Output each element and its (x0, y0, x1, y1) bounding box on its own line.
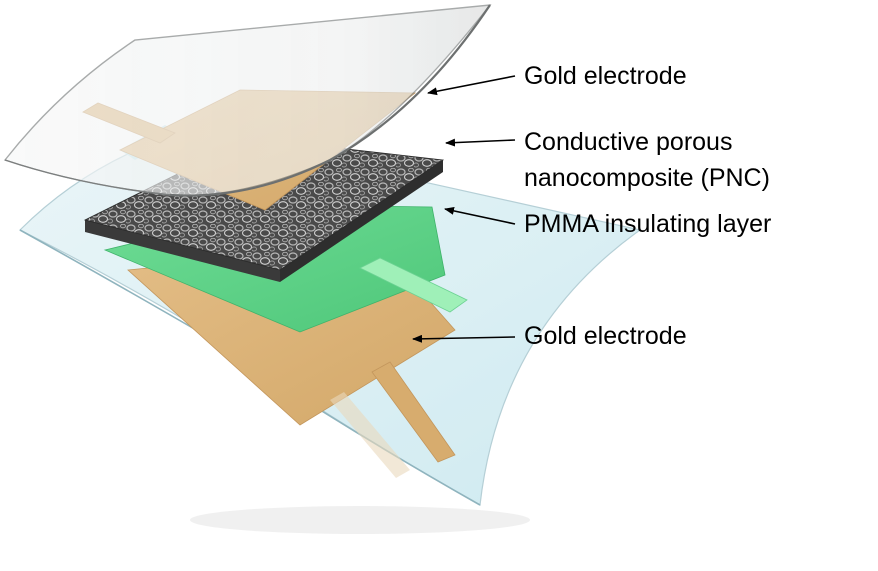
label-bottom-gold-electrode: Gold electrode (524, 322, 687, 350)
top-substrate-curl-edge (169, 4, 491, 197)
arrow-pmma (444, 206, 516, 225)
pnc-block-side (85, 220, 280, 282)
bottom-gold-lead-reflection (330, 392, 410, 478)
arrow-bottom-gold (412, 334, 516, 343)
label-pnc-line2: nanocomposite (PNC) (524, 164, 770, 192)
pnc-block-side-right (280, 160, 443, 282)
bottom-gold-lead (371, 361, 456, 463)
pmma-lead (359, 257, 468, 313)
arrow-top-gold (427, 75, 516, 96)
arrow-pnc (445, 138, 516, 147)
label-pnc-line1: Conductive porous (524, 128, 733, 156)
top-substrate-front-edge (4, 159, 171, 196)
label-top-gold-electrode: Gold electrode (524, 62, 687, 90)
label-pmma-layer: PMMA insulating layer (524, 210, 772, 238)
substrate-shadow (190, 506, 530, 534)
